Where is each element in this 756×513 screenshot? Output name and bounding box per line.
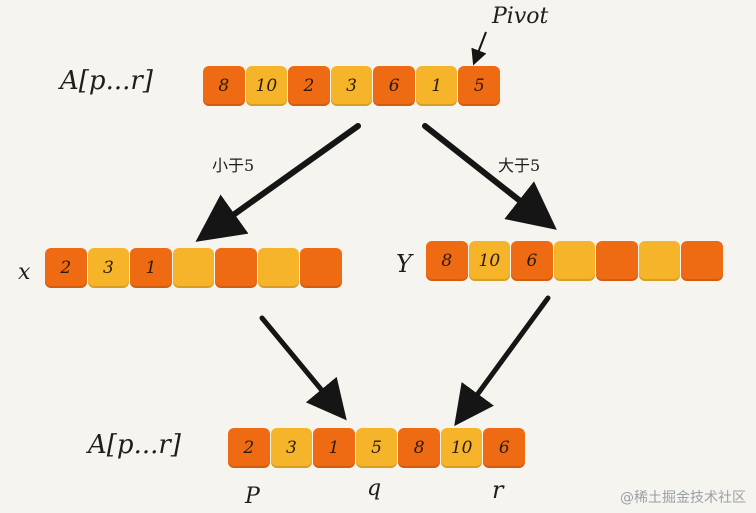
marker-r: r (492, 476, 504, 504)
left-array-cell: 1 (130, 248, 172, 288)
source-array-cell: 5 (458, 66, 501, 106)
left-array-label: x (18, 260, 31, 285)
left-array-cell (172, 248, 215, 288)
watermark: @稀土掘金技术社区 (620, 490, 746, 506)
result-array-cell: 3 (270, 428, 313, 468)
source-array-label: A[p...r] (60, 66, 153, 96)
source-array-cell: 1 (415, 66, 458, 106)
left-array-cell (300, 248, 343, 288)
marker-q: q (367, 476, 382, 501)
left-array-cell: 3 (87, 248, 130, 288)
arrow-to-right (422, 123, 557, 230)
right-array-cell: 10 (468, 241, 511, 281)
result-array-cell: 6 (483, 428, 526, 468)
source-array-cell: 3 (330, 66, 373, 106)
right-array-cell (596, 241, 638, 281)
pivot-label: Pivot (492, 4, 549, 29)
right-array-cell (681, 241, 724, 281)
greater-than-label: 大于5 (498, 156, 541, 175)
right-array-label: Y (396, 250, 412, 278)
right-array-cell: 6 (511, 241, 553, 281)
arrow-left-to-result (259, 315, 347, 421)
source-array-cell: 8 (203, 66, 245, 106)
right-array-cell (638, 241, 681, 281)
left-array-cell (257, 248, 300, 288)
result-array-cell: 2 (228, 428, 270, 468)
left-array-cell (215, 248, 257, 288)
arrow-right-to-result (454, 295, 551, 427)
marker-p: P (245, 484, 260, 509)
result-array-cell: 10 (440, 428, 483, 468)
arrow-pivot (471, 31, 487, 66)
result-array-cell: 8 (398, 428, 440, 468)
right-array-cell (553, 241, 596, 281)
source-array-cell: 10 (245, 66, 288, 106)
result-array-label: A[p...r] (88, 430, 181, 460)
right-array-cell: 8 (426, 241, 468, 281)
less-than-label: 小于5 (212, 156, 255, 175)
result-array-cell: 5 (355, 428, 398, 468)
result-array-cell: 1 (313, 428, 355, 468)
arrow-to-left (195, 123, 361, 242)
source-array-cell: 6 (373, 66, 415, 106)
left-array-cell: 2 (45, 248, 87, 288)
source-array-cell: 2 (288, 66, 330, 106)
